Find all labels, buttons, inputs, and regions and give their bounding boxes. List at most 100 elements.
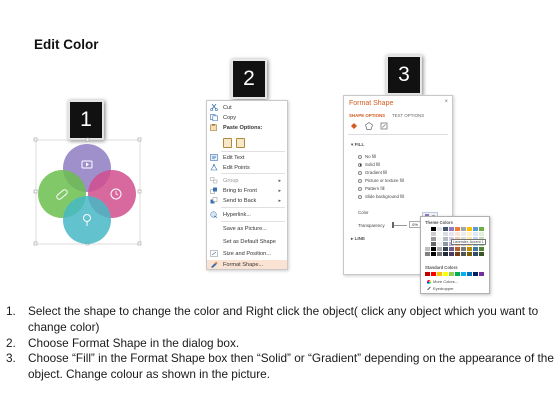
color-swatch[interactable] bbox=[443, 242, 448, 246]
color-swatch[interactable] bbox=[479, 252, 484, 256]
color-swatch[interactable] bbox=[449, 252, 454, 256]
eyedropper-link[interactable]: Eyedropper bbox=[427, 286, 454, 291]
menu-item-copy[interactable]: Copy bbox=[207, 113, 287, 122]
color-swatch[interactable] bbox=[455, 252, 460, 256]
menu-item-edit-points[interactable]: Edit Points bbox=[207, 163, 287, 172]
radio-button[interactable] bbox=[358, 154, 362, 159]
color-swatch[interactable] bbox=[437, 252, 442, 256]
radio-gradient-fill[interactable]: Gradient fill bbox=[358, 170, 387, 175]
color-swatch[interactable] bbox=[479, 232, 484, 236]
color-swatch[interactable] bbox=[443, 232, 448, 236]
transparency-slider-thumb[interactable] bbox=[392, 222, 394, 228]
color-swatch[interactable] bbox=[461, 252, 466, 256]
color-swatch[interactable] bbox=[455, 232, 460, 236]
color-swatch[interactable] bbox=[443, 272, 448, 276]
fill-line-icon[interactable] bbox=[350, 122, 358, 130]
color-swatch[interactable] bbox=[437, 242, 442, 246]
menu-item-set-default-shape[interactable]: Set as Default Shape bbox=[207, 237, 287, 246]
menu-item-size-position[interactable]: Size and Position... bbox=[207, 249, 287, 258]
paste-keep-formatting-icon[interactable] bbox=[223, 138, 232, 148]
color-swatch[interactable] bbox=[425, 247, 430, 251]
color-swatch[interactable] bbox=[473, 252, 478, 256]
close-icon[interactable]: × bbox=[444, 99, 448, 105]
paste-picture-icon[interactable] bbox=[236, 138, 245, 148]
menu-item-format-shape[interactable]: Format Shape... bbox=[207, 260, 287, 269]
venn-circle-bottom[interactable] bbox=[63, 196, 111, 244]
color-swatch[interactable] bbox=[455, 272, 460, 276]
color-swatch[interactable] bbox=[431, 247, 436, 251]
color-swatch[interactable] bbox=[473, 232, 478, 236]
color-swatch[interactable] bbox=[455, 227, 460, 231]
color-swatch[interactable] bbox=[431, 272, 436, 276]
menu-item-bring-to-front[interactable]: Bring to Front ▸ bbox=[207, 186, 287, 195]
color-swatch[interactable] bbox=[437, 227, 442, 231]
color-swatch[interactable] bbox=[455, 247, 460, 251]
tab-text-options[interactable]: TEXT OPTIONS bbox=[392, 113, 425, 118]
paste-options-row[interactable] bbox=[223, 138, 245, 148]
color-swatch[interactable] bbox=[461, 232, 466, 236]
transparency-slider-track[interactable] bbox=[393, 225, 407, 226]
radio-button[interactable] bbox=[358, 194, 362, 199]
color-swatch[interactable] bbox=[461, 247, 466, 251]
tab-shape-options[interactable]: SHAPE OPTIONS bbox=[349, 113, 386, 118]
color-swatch[interactable] bbox=[425, 237, 430, 241]
color-swatch[interactable] bbox=[479, 247, 484, 251]
color-swatch[interactable] bbox=[461, 227, 466, 231]
color-palette-popup[interactable]: Theme Colors Lavender, Accent 1 Standard… bbox=[420, 216, 490, 294]
radio-button[interactable] bbox=[358, 170, 362, 175]
radio-picture-fill[interactable]: Picture or texture fill bbox=[358, 178, 404, 183]
color-swatch[interactable] bbox=[431, 252, 436, 256]
color-swatch[interactable] bbox=[431, 237, 436, 241]
radio-solid-fill[interactable]: Solid fill bbox=[358, 162, 380, 167]
color-swatch[interactable] bbox=[449, 227, 454, 231]
radio-button-selected[interactable] bbox=[358, 162, 362, 167]
color-swatch[interactable] bbox=[473, 272, 478, 276]
menu-item-cut[interactable]: Cut bbox=[207, 103, 287, 112]
menu-item-send-to-back[interactable]: Send to Back ▸ bbox=[207, 196, 287, 205]
color-swatch[interactable] bbox=[479, 272, 484, 276]
color-swatch[interactable] bbox=[449, 247, 454, 251]
color-swatch[interactable] bbox=[473, 247, 478, 251]
size-properties-icon[interactable] bbox=[380, 122, 388, 130]
color-swatch[interactable] bbox=[431, 242, 436, 246]
color-swatch[interactable] bbox=[467, 232, 472, 236]
color-swatch[interactable] bbox=[449, 272, 454, 276]
color-swatch[interactable] bbox=[425, 232, 430, 236]
color-swatch[interactable] bbox=[437, 232, 442, 236]
color-swatch[interactable] bbox=[443, 237, 448, 241]
color-swatch[interactable] bbox=[443, 227, 448, 231]
color-swatch[interactable] bbox=[479, 227, 484, 231]
color-swatch[interactable] bbox=[461, 272, 466, 276]
context-menu[interactable]: Cut Copy Paste Options: Edit Text Edit P… bbox=[206, 100, 288, 270]
venn-diagram[interactable] bbox=[33, 137, 142, 248]
menu-item-hyperlink[interactable]: Hyperlink... bbox=[207, 210, 287, 219]
color-swatch[interactable] bbox=[425, 272, 430, 276]
color-swatch[interactable] bbox=[467, 252, 472, 256]
color-swatch[interactable] bbox=[431, 227, 436, 231]
radio-button[interactable] bbox=[358, 186, 362, 191]
effects-icon[interactable] bbox=[365, 122, 373, 130]
radio-pattern-fill[interactable]: Pattern fill bbox=[358, 186, 385, 191]
color-swatch[interactable] bbox=[431, 232, 436, 236]
color-swatch[interactable] bbox=[467, 247, 472, 251]
radio-slide-background-fill[interactable]: Slide background fill bbox=[358, 194, 404, 199]
color-swatch[interactable] bbox=[437, 237, 442, 241]
color-swatch[interactable] bbox=[443, 247, 448, 251]
standard-colors-grid[interactable] bbox=[425, 272, 484, 276]
color-swatch[interactable] bbox=[425, 227, 430, 231]
color-swatch[interactable] bbox=[425, 242, 430, 246]
color-swatch[interactable] bbox=[467, 227, 472, 231]
color-swatch[interactable] bbox=[443, 252, 448, 256]
radio-button[interactable] bbox=[358, 178, 362, 183]
line-section-header[interactable]: ▸ LINE bbox=[351, 236, 366, 241]
menu-item-edit-text[interactable]: Edit Text bbox=[207, 153, 287, 162]
fill-section-header[interactable]: ▾ FILL bbox=[351, 142, 365, 147]
color-swatch[interactable] bbox=[425, 252, 430, 256]
color-swatch[interactable] bbox=[467, 272, 472, 276]
color-swatch[interactable] bbox=[473, 227, 478, 231]
color-swatch[interactable] bbox=[449, 232, 454, 236]
color-swatch[interactable] bbox=[437, 247, 442, 251]
more-colors-link[interactable]: More Colors... bbox=[427, 279, 458, 284]
color-swatch[interactable] bbox=[437, 272, 442, 276]
menu-item-group[interactable]: Group ▸ bbox=[207, 176, 287, 185]
